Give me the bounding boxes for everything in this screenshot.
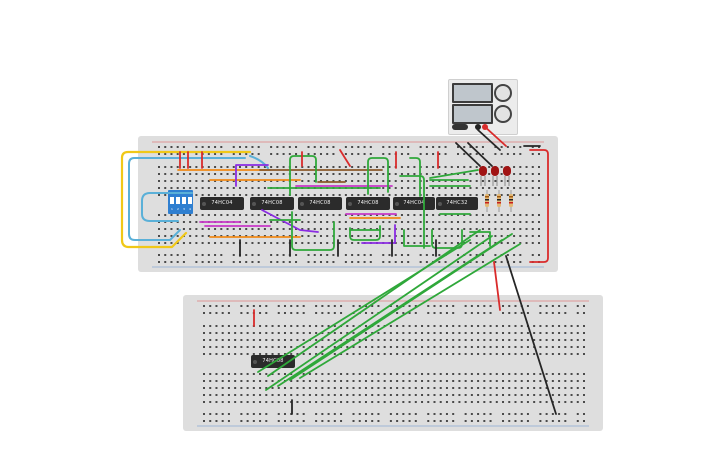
- chip-74hc08-2[interactable]: 74HC08: [298, 197, 342, 210]
- chip-74hc04-1[interactable]: 74HC04: [200, 197, 244, 210]
- positive-terminal[interactable]: [482, 124, 488, 130]
- dip-switch-toggle-2[interactable]: [176, 197, 180, 204]
- chip-label: 74HC32: [446, 200, 468, 206]
- dip-switch[interactable]: ON 1 2 3 4: [168, 190, 193, 214]
- voltage-knob[interactable]: [494, 84, 512, 102]
- chip-label: 74HC08: [309, 200, 331, 206]
- current-display: [452, 104, 493, 124]
- dip-switch-toggle-3[interactable]: [182, 197, 186, 204]
- dip-switch-number-3: 3: [183, 207, 185, 211]
- dip-switch-toggle-4[interactable]: [188, 197, 192, 204]
- chip-74hc32[interactable]: 74HC32: [436, 197, 478, 210]
- dip-switch-header: ON: [170, 191, 175, 195]
- chip-74hc08-1[interactable]: 74HC08: [250, 197, 294, 210]
- chip-74hc08-4[interactable]: 74HC08: [251, 355, 295, 368]
- negative-terminal[interactable]: [475, 124, 481, 130]
- chip-label: 74HC08: [261, 200, 283, 206]
- voltage-display: [452, 83, 493, 103]
- dip-switch-number-4: 4: [189, 207, 191, 211]
- current-knob[interactable]: [494, 105, 512, 123]
- chip-74hc04-2[interactable]: 74HC04: [393, 197, 435, 210]
- chip-label: 74HC04: [211, 200, 233, 206]
- chip-74hc08-3[interactable]: 74HC08: [346, 197, 390, 210]
- breadboard-bottom-holes: [197, 300, 589, 427]
- chip-label: 74HC08: [262, 358, 284, 364]
- breadboard-bottom[interactable]: [183, 295, 603, 431]
- dip-switch-number-1: 1: [171, 207, 173, 211]
- dip-switch-toggle-1[interactable]: [170, 197, 174, 204]
- dip-switch-number-2: 2: [177, 207, 179, 211]
- power-supply[interactable]: [448, 79, 518, 135]
- power-switch[interactable]: [452, 124, 468, 130]
- chip-label: 74HC04: [403, 200, 425, 206]
- chip-label: 74HC08: [357, 200, 379, 206]
